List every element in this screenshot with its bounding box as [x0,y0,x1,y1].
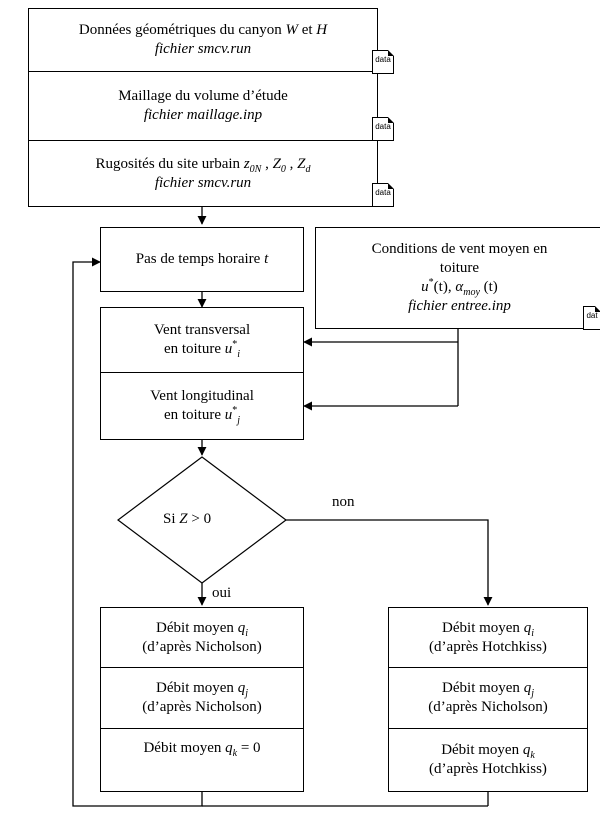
left-qj-box: Débit moyen qj (d’après Nicholson) [100,667,304,729]
transversal-wind-box: Vent transversal en toiture u*i [100,307,304,373]
left-qj-line2: (d’après Nicholson) [142,699,262,715]
left-qi-line1: Débit moyen qi [156,619,248,639]
left-qi-box: Débit moyen qi (d’après Nicholson) [100,607,304,668]
decision-label: Si Z > 0 [163,511,212,527]
connector-no-branch [286,519,493,606]
roughness-file: fichier smcv.run [154,174,252,191]
data-file-icon-mesh: data [372,117,394,141]
roughness-line1: Rugosités du site urbain z0N , Z0 , Zd [95,155,311,175]
transversal-line1: Vent transversal [153,322,251,338]
time-step-box: Pas de temps horaire t [100,227,304,292]
input-mesh-box: Maillage du volume d’étude fichier maill… [28,71,378,141]
right-qk-box: Débit moyen qk (d’après Hotchkiss) [388,728,588,792]
right-qj-box: Débit moyen qj (d’après Nicholson) [388,667,588,729]
wind-conditions-box: Conditions de vent moyen en toiture u*(t… [315,227,600,329]
transversal-line2: en toiture u*i [163,339,241,360]
right-qi-line1: Débit moyen qi [442,619,534,639]
right-qj-line2: (d’après Nicholson) [428,699,548,715]
wind-conditions-line2: toiture [439,260,480,276]
right-qj-line1: Débit moyen qj [442,680,534,699]
mesh-line1: Maillage du volume d’étude [118,88,288,104]
connector-loop-back [72,257,203,807]
right-qi-line2: (d’après Hotchkiss) [429,638,547,655]
decision-no-label: non [332,494,355,510]
data-file-icon-roughness: data [372,183,394,207]
geometry-line1: Données géométriques du canyon W et H [78,22,328,38]
geometry-file: fichier smcv.run [154,41,252,57]
left-qk-box: Débit moyen qk = 0 [100,728,304,792]
time-step-label: Pas de temps horaire t [135,251,269,267]
right-qk-line1: Débit moyen qk [441,742,535,761]
longitudinal-line2: en toiture u*j [163,405,241,426]
wind-conditions-vars: u*(t), αmoy (t) [421,277,498,298]
right-qi-box: Débit moyen qi (d’après Hotchkiss) [388,607,588,668]
left-qk-line1: Débit moyen qk = 0 [143,740,261,759]
right-qk-line2: (d’après Hotchkiss) [429,761,547,777]
wind-conditions-file: fichier entree.inp [408,298,511,314]
longitudinal-line1: Vent longitudinal [150,388,254,404]
decision-yes-label: oui [212,585,232,601]
longitudinal-wind-box: Vent longitudinal en toiture u*j [100,372,304,440]
left-qj-line1: Débit moyen qj [156,680,248,699]
mesh-file: fichier maillage.inp [143,107,263,123]
data-file-icon-geometry: data [372,50,394,74]
input-geometry-box: Données géométriques du canyon W et H fi… [28,8,378,72]
wind-conditions-line1: Conditions de vent moyen en [371,241,548,257]
data-file-icon-conditions: dat [583,306,600,330]
input-roughness-box: Rugosités du site urbain z0N , Z0 , Zd f… [28,140,378,207]
left-qi-line2: (d’après Nicholson) [142,638,262,655]
